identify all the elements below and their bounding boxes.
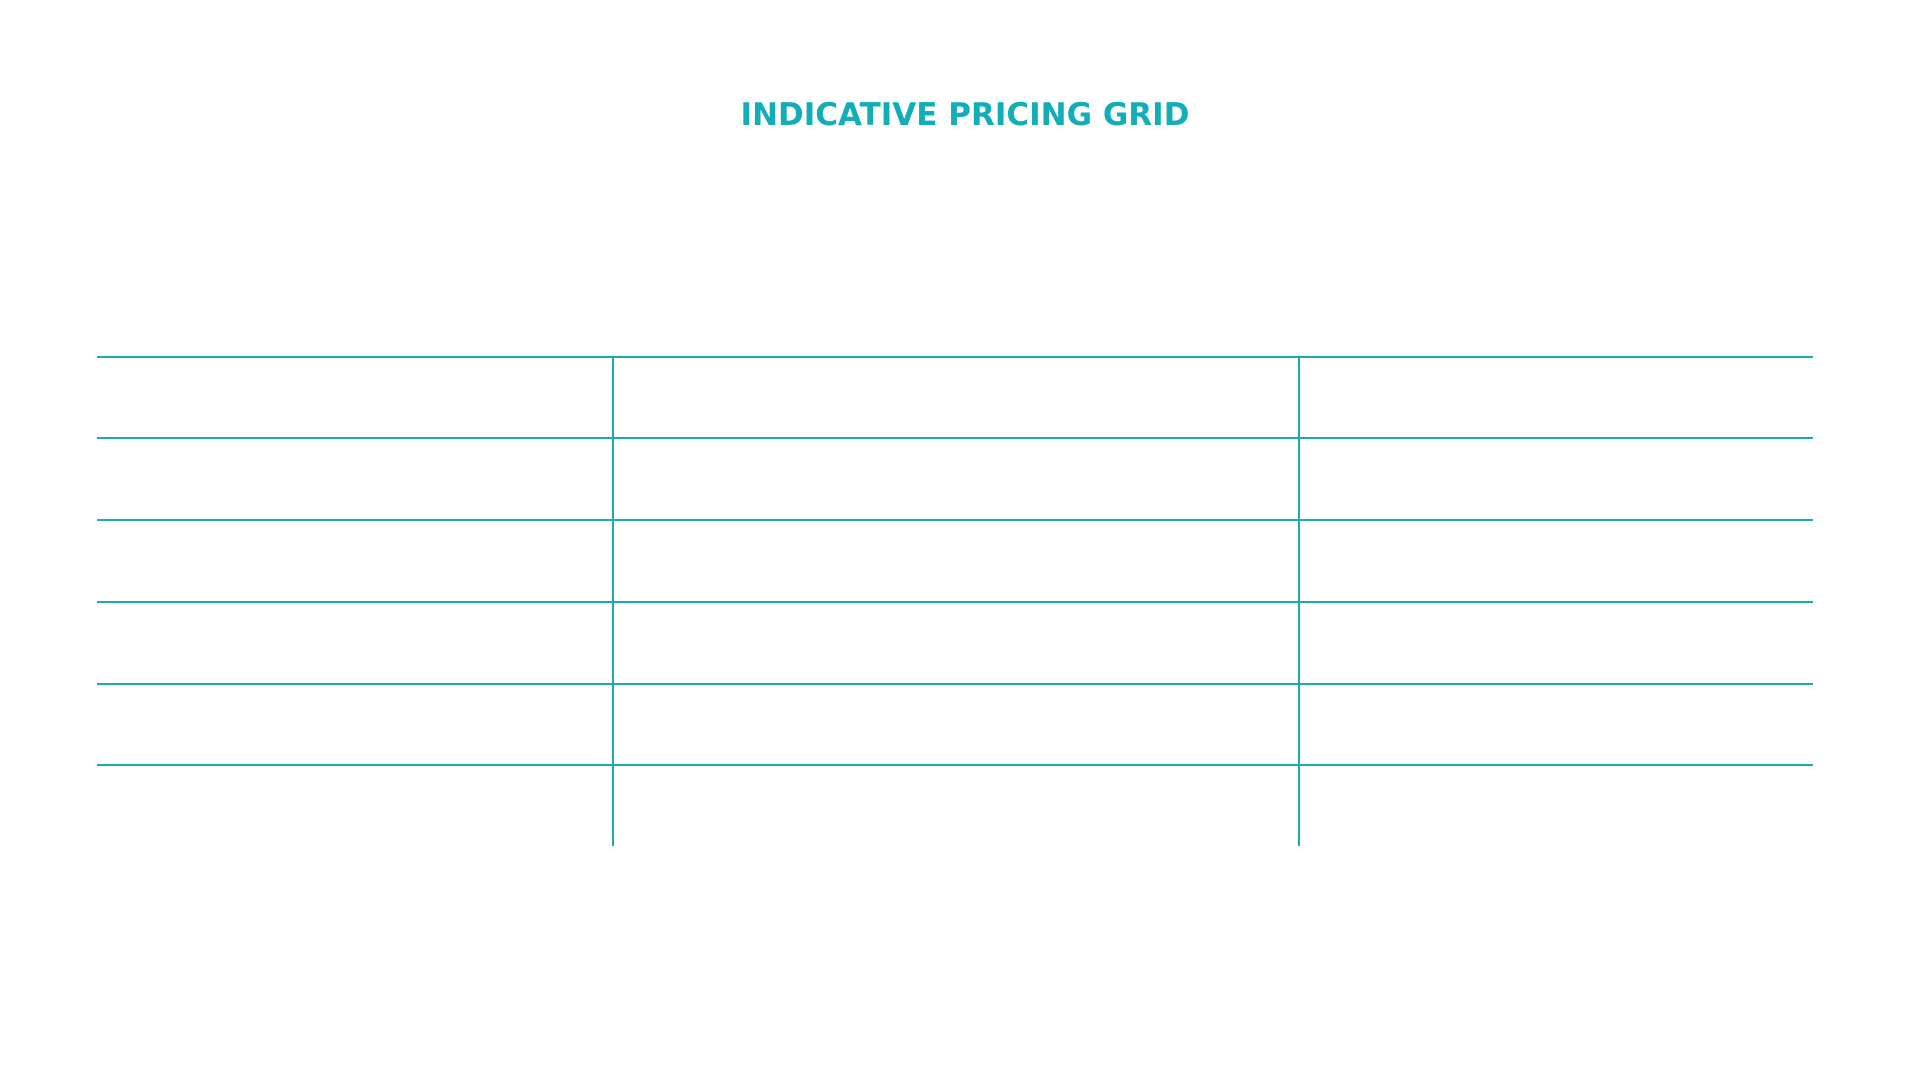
table-cell <box>612 764 1298 846</box>
table-rule <box>97 437 1813 439</box>
table-cell <box>97 764 612 846</box>
table-cell <box>1298 356 1813 437</box>
table-cell <box>612 437 1298 519</box>
column-divider <box>1298 356 1300 846</box>
table-rule <box>97 683 1813 685</box>
table-cell <box>97 356 612 437</box>
table-cell <box>612 683 1298 764</box>
table-cell <box>97 519 612 601</box>
table-cell <box>612 519 1298 601</box>
table-rule <box>97 601 1813 603</box>
table-cell <box>612 356 1298 437</box>
table-rule-top <box>97 356 1813 358</box>
table-cell <box>1298 519 1813 601</box>
table-cell <box>1298 601 1813 683</box>
table-cell <box>612 601 1298 683</box>
table-rule <box>97 764 1813 766</box>
table-cell <box>1298 437 1813 519</box>
pricing-grid-table <box>97 356 1813 846</box>
table-cell <box>97 437 612 519</box>
page-title: INDICATIVE PRICING GRID <box>740 97 1190 133</box>
table-cell <box>97 683 612 764</box>
table-cell <box>97 601 612 683</box>
table-rule <box>97 519 1813 521</box>
column-divider <box>612 356 614 846</box>
table-cell <box>1298 764 1813 846</box>
table-cell <box>1298 683 1813 764</box>
